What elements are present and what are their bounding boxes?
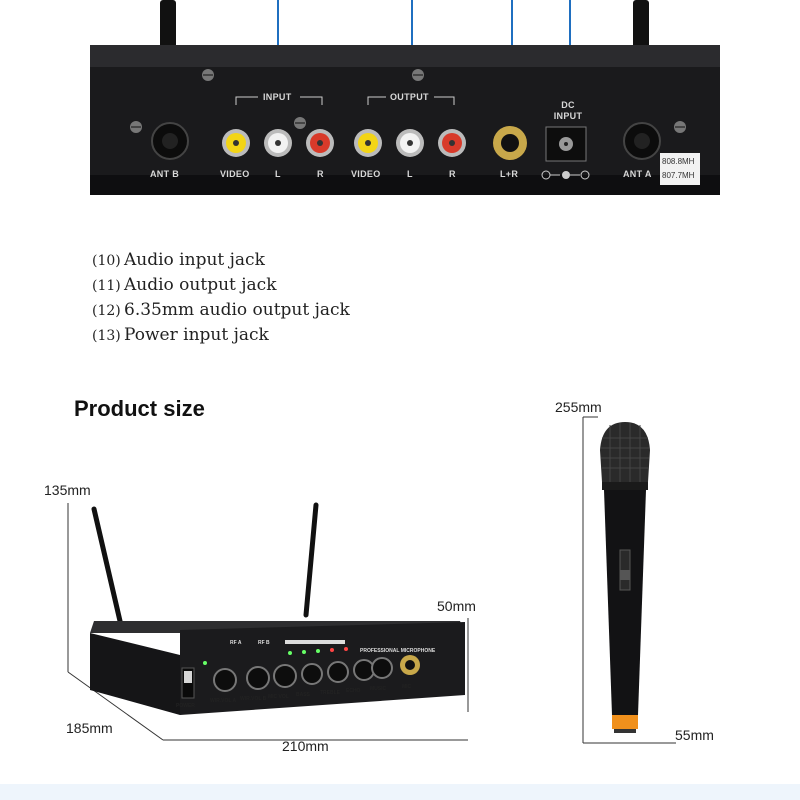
label-r-in: R — [317, 169, 324, 179]
label-output: OUTPUT — [390, 92, 429, 102]
bottom-band — [0, 784, 800, 800]
feature-item: (12)6.35mm audio output jack — [92, 298, 350, 323]
front-label-music: MUSIC — [370, 686, 387, 692]
dimension-mic-length: 255mm — [555, 399, 602, 415]
feature-text: Audio input jack — [124, 250, 265, 270]
dimension-receiver-body-height: 50mm — [437, 598, 476, 614]
front-label-mic-vol: MIC VOL — [268, 694, 289, 700]
feature-item: (11)Audio output jack — [92, 273, 277, 298]
feature-number: (10) — [92, 253, 121, 269]
front-label-rf-a: RF A — [230, 640, 242, 646]
front-label-rf-b: RF B — [258, 640, 270, 646]
dimension-mic-diameter: 55mm — [675, 727, 714, 743]
feature-number: (13) — [92, 328, 121, 344]
dimension-receiver-width: 210mm — [282, 738, 329, 754]
dimension-receiver-height: 135mm — [44, 482, 91, 498]
feature-number: (12) — [92, 303, 121, 319]
dimension-receiver-depth: 185mm — [66, 720, 113, 736]
front-label-wir-vol-b: WIR.VOL B — [240, 696, 267, 702]
front-label-echo: ECHO — [346, 688, 361, 694]
feature-text: Audio output jack — [124, 275, 277, 295]
feature-text: Power input jack — [124, 325, 269, 345]
label-dc-input: DC INPUT — [553, 100, 583, 121]
front-label-treble: TREBLE — [320, 690, 340, 696]
label-lr: L+R — [500, 169, 519, 179]
label-video-in: VIDEO — [220, 169, 250, 179]
freq-sticker-1: 808.8MH — [662, 157, 695, 166]
feature-number: (11) — [92, 278, 121, 294]
front-label-brand: PROFESSIONAL MICROPHONE — [360, 648, 436, 654]
feature-item: (10)Audio input jack — [92, 248, 265, 273]
back-panel: INPUT OUTPUT DC INPUT ANT B ANT A VIDEO … — [90, 45, 720, 195]
front-label-bass: BASS — [296, 692, 310, 698]
label-input: INPUT — [263, 92, 292, 102]
front-label-power: POWER — [176, 703, 195, 709]
front-label-mic: MIC — [402, 684, 412, 690]
label-l-in: L — [275, 169, 281, 179]
feature-text: 6.35mm audio output jack — [124, 300, 350, 320]
label-video-out: VIDEO — [351, 169, 381, 179]
label-r-out: R — [449, 169, 456, 179]
feature-item: (13)Power input jack — [92, 323, 269, 348]
freq-sticker-2: 807.7MH — [662, 171, 695, 180]
label-ant-b: ANT B — [150, 169, 179, 179]
front-label-wir-vol-a: WIR.VOL A — [210, 698, 237, 704]
section-title: Product size — [74, 396, 205, 421]
label-l-out: L — [407, 169, 413, 179]
label-ant-a: ANT A — [623, 169, 652, 179]
